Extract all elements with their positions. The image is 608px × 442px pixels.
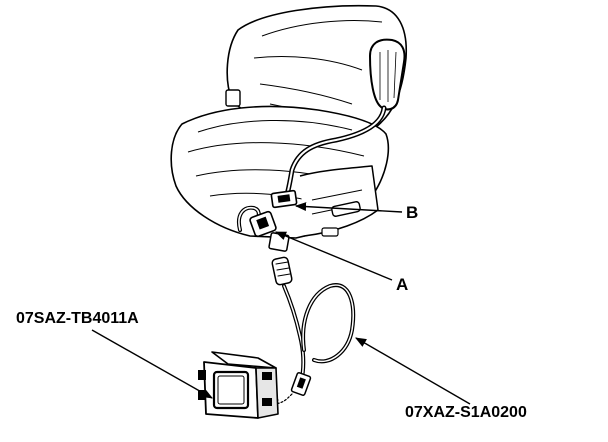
arrow-a [274, 231, 393, 281]
callout-b: B [406, 203, 419, 222]
seat-harness [270, 105, 387, 209]
seat-cushion [170, 105, 390, 239]
part-number-test-tool: 07SAZ-TB4011A [16, 310, 139, 327]
callout-a: A [396, 275, 409, 294]
connector-a [237, 205, 277, 238]
arrow-b [294, 202, 403, 213]
part-number-adapter-harness: 07XAZ-S1A0200 [405, 404, 527, 421]
adapter-harness [268, 232, 356, 409]
arrow-tool-right [355, 337, 471, 405]
test-tool-box [198, 351, 279, 419]
arrow-tool-left [91, 329, 213, 399]
leader-arrows [91, 202, 471, 405]
